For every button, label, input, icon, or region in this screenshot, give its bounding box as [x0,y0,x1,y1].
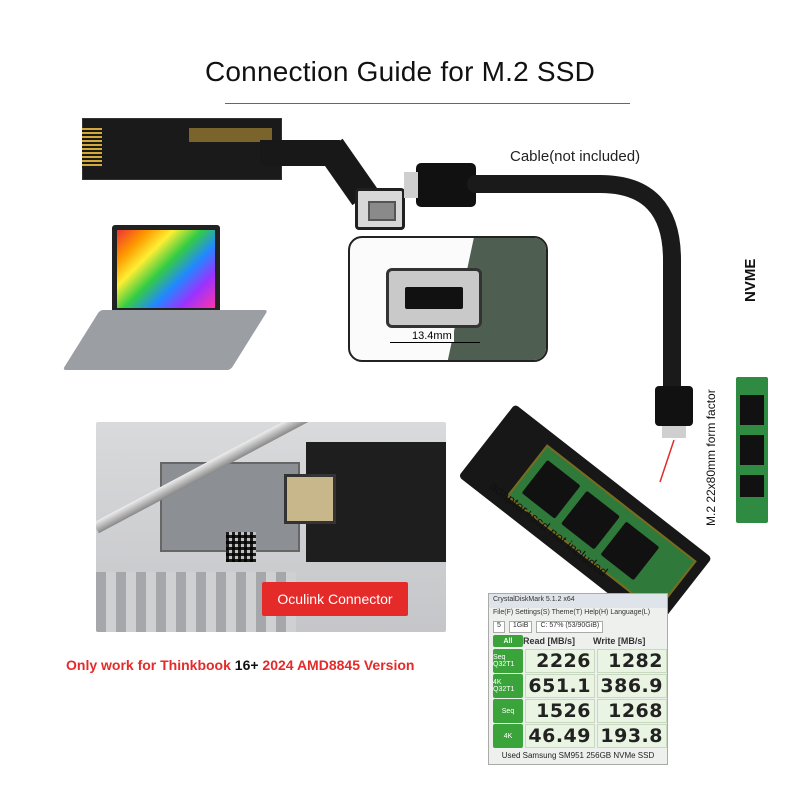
read-value: 651.1 [525,674,595,698]
adapter-silkscreen [112,128,272,142]
m2-gold-fingers [82,128,102,168]
installation-photo [96,422,446,632]
nvme-chip [740,435,764,465]
read-value: 2226 [525,649,595,673]
note-part-3: 2024 AMD8845 Version [258,657,415,673]
read-value: 46.49 [525,724,595,748]
table-row: 4K Q32T1 651.1 386.9 [489,673,667,698]
laptop-screen [112,225,220,313]
write-value: 1268 [597,699,667,723]
all-button-label: All [493,635,523,647]
write-header: Write [MB/s] [593,636,646,646]
read-value: 1526 [525,699,595,723]
read-header: Read [MB/s] [523,636,576,646]
benchmark-controls: 5 1GiB C: 57% (53/90GiB) [489,620,667,634]
nvme-label: NVME [742,258,759,302]
oculink-port-on-adapter [355,188,405,230]
write-value: 386.9 [597,674,667,698]
table-row: Seq Q32T1 2226 1282 [489,648,667,673]
benchmark-footer: Used Samsung SM951 256GB NVMe SSD [501,751,655,760]
cable-label: Cable(not included) [510,148,641,165]
seq-button[interactable]: Seq [493,699,523,723]
count-select[interactable]: 5 [493,621,505,633]
laptop-keyboard-base [62,310,268,370]
benchmark-window: CrystalDiskMark 5.1.2 x64 File(F) Settin… [488,593,668,765]
title-underline [225,103,630,104]
ssd-pcb [506,444,697,614]
cable-plug-left-tip [404,172,418,198]
size-select[interactable]: 1GiB [508,621,533,633]
dimension-label: 13.4mm [410,330,454,342]
4k-button[interactable]: 4K [493,724,523,748]
note-part-1: Only work for Thinkbook [66,657,235,673]
qr-code-icon [226,532,256,562]
photo-oculink-port [284,474,336,524]
cable-red-pointer [659,439,675,483]
oculink-connector-badge: Oculink Connector [262,582,408,616]
cable-plug-bottom [655,386,693,426]
laptop-display [117,230,215,308]
benchmark-title: CrystalDiskMark 5.1.2 x64 [489,594,667,608]
cable-plug-bottom-tip [662,426,686,438]
closeup-port [386,268,482,328]
write-value: 193.8 [597,724,667,748]
nvme-chip [740,475,764,497]
seq-q32t1-button[interactable]: Seq Q32T1 [493,649,523,673]
write-value: 1282 [597,649,667,673]
4k-q32t1-button[interactable]: 4K Q32T1 [493,674,523,698]
page-title: Connection Guide for M.2 SSD [204,56,595,87]
table-row: 4K 46.49 193.8 [489,723,667,748]
drive-select[interactable]: C: 57% (53/90GiB) [536,621,604,633]
table-row: Seq 1526 1268 [489,698,667,723]
benchmark-header: All Read [MB/s] Write [MB/s] [489,634,667,648]
dimension-line [390,342,480,343]
benchmark-menu: File(F) Settings(S) Theme(T) Help(H) Lan… [493,609,651,616]
benchmark-all-button[interactable]: All [493,635,523,647]
nvme-chip [740,395,764,425]
nvme-ssd-stick [736,377,768,523]
form-factor-label: M.2 22x80mm form factor [704,389,718,526]
compatibility-note: Only work for Thinkbook 16+ 2024 AMD8845… [66,657,414,673]
note-part-2: 16+ [234,657,259,673]
cable-plug-left [416,163,476,207]
ssd-chip [600,521,660,581]
connector-closeup: 13.4mm [348,236,548,362]
